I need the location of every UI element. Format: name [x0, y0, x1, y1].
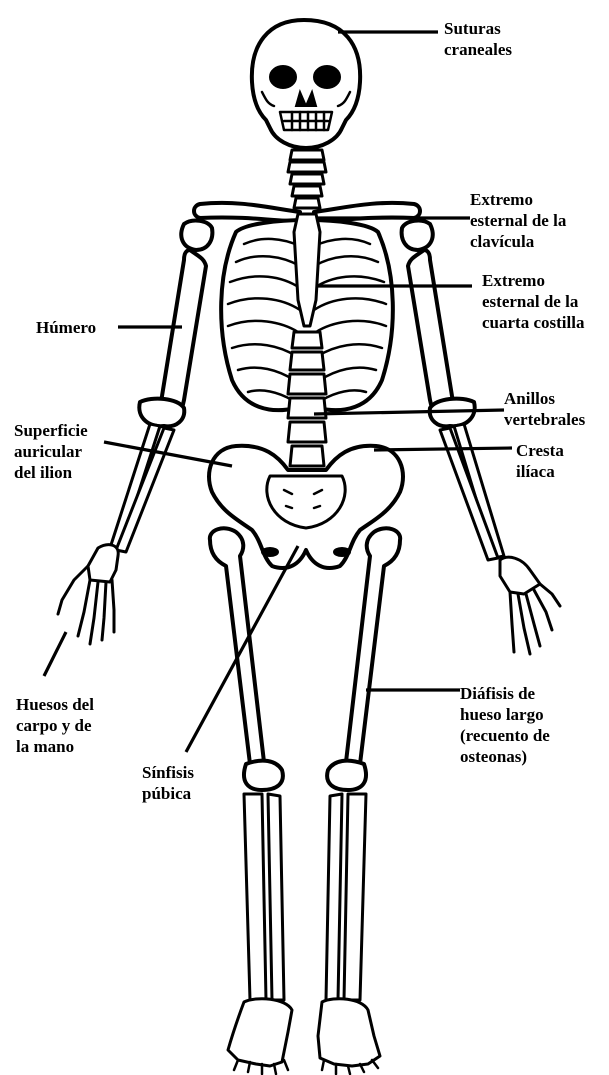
cervical-spine: [288, 150, 326, 208]
label-extremo-clavicula: Extremo esternal de la clavícula: [470, 189, 566, 252]
label-humero: Húmero: [36, 317, 96, 338]
label-suturas-craneales: Suturas craneales: [444, 18, 512, 60]
label-cresta-iliaca: Cresta ilíaca: [516, 440, 564, 482]
right-leg: [318, 528, 400, 1074]
left-leg: [210, 528, 292, 1074]
label-diafisis: Diáfisis de hueso largo (recuento de ost…: [460, 683, 550, 767]
label-huesos-carpo: Huesos del carpo y de la mano: [16, 694, 94, 757]
label-extremo-cuarta-costilla: Extremo esternal de la cuarta costilla: [482, 270, 584, 333]
label-sinfisis-pubica: Sínfisis púbica: [142, 762, 194, 804]
label-anillos-vertebrales: Anillos vertebrales: [504, 388, 585, 430]
skull: [252, 20, 360, 148]
leader-cresta: [374, 448, 512, 450]
label-superficie-auricular: Superficie auricular del ilion: [14, 420, 88, 483]
lumbar-spine: [288, 332, 326, 466]
leader-carpo: [44, 632, 66, 676]
